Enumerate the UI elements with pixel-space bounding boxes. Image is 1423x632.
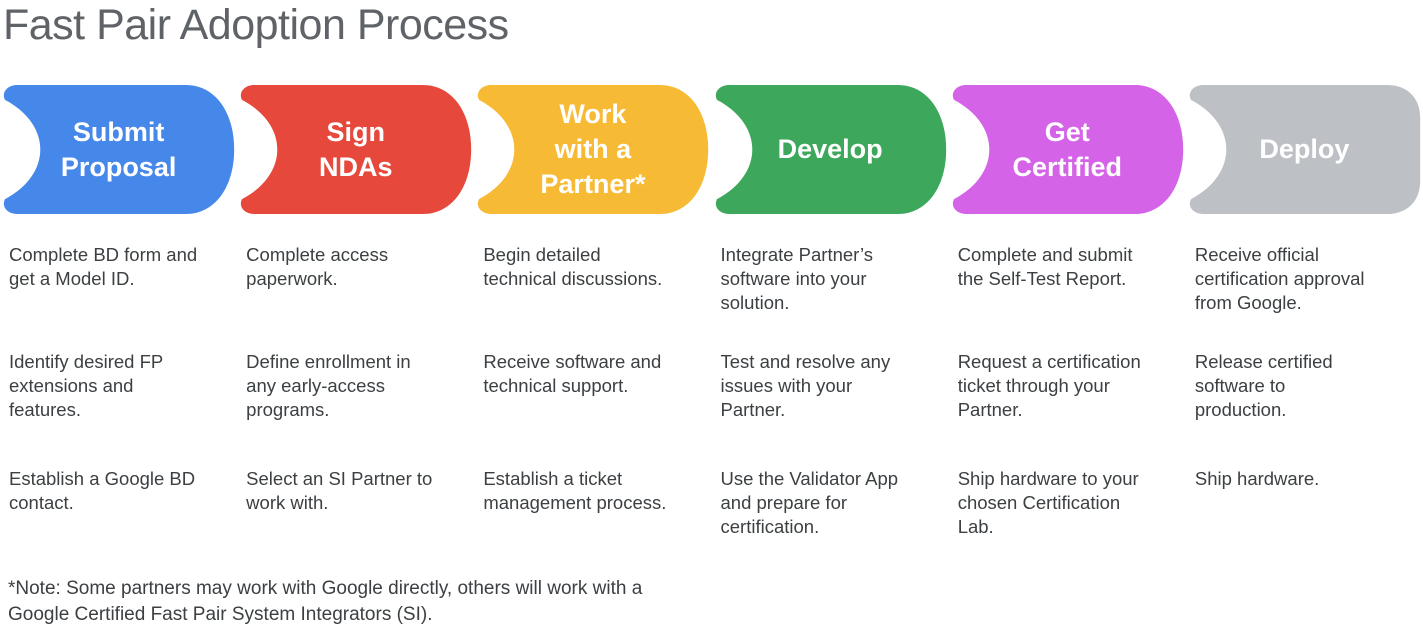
step-description: Test and resolve any issues with your Pa… [720, 351, 891, 420]
step-row-3: Establish a Google BD contact. Select an… [0, 467, 1423, 539]
step-row-2: Identify desired FP extensions and featu… [0, 350, 1423, 422]
step-description: Identify desired FP extensions and featu… [9, 351, 164, 420]
step-description: Complete access paperwork. [246, 244, 389, 289]
stage-chevron-shape [715, 85, 946, 214]
step-description: Complete BD form and get a Model ID. [9, 244, 198, 289]
step-description: Define enrollment in any early-access pr… [246, 351, 411, 420]
stage-develop: Develop [712, 85, 949, 214]
stage-end-shape [1189, 85, 1421, 214]
step-description: Begin detailed technical discussions. [483, 244, 663, 289]
stage-deploy: Deploy [1186, 85, 1423, 214]
step-description: Release certified software to production… [1194, 351, 1333, 420]
page-title: Fast Pair Adoption Process [3, 1, 509, 49]
footnote: *Note: Some partners may work with Googl… [8, 578, 643, 625]
step-description: Complete and submit the Self-Test Report… [957, 244, 1133, 289]
step-description: Select an SI Partner to work with. [246, 468, 433, 513]
step-description: Ship hardware to your chosen Certificati… [957, 468, 1139, 537]
step-description: Establish a ticket management process. [483, 468, 667, 513]
stage-chevron-shape [241, 85, 472, 214]
process-stage-band: Submit Proposal Sign NDAs Work with a Pa… [0, 85, 1423, 214]
stage-chevron-shape [478, 85, 709, 214]
step-row-1: Complete BD form and get a Model ID. Com… [0, 243, 1423, 315]
step-description: Integrate Partner’s software into your s… [720, 244, 874, 313]
stage-chevron-shape [952, 85, 1183, 214]
stage-submit-proposal: Submit Proposal [0, 85, 237, 214]
step-description: Request a certification ticket through y… [957, 351, 1141, 420]
stage-sign-ndas: Sign NDAs [237, 85, 474, 214]
stage-chevron-shape [3, 85, 235, 214]
step-description: Ship hardware. [1194, 468, 1320, 489]
step-description: Receive software and technical support. [483, 351, 662, 396]
stage-work-with-partner: Work with a Partner* [474, 85, 711, 214]
step-description: Use the Validator App and prepare for ce… [720, 468, 899, 537]
stage-get-certified: Get Certified [949, 85, 1186, 214]
step-description: Establish a Google BD contact. [9, 468, 196, 513]
step-description: Receive official certification approval … [1194, 244, 1365, 313]
